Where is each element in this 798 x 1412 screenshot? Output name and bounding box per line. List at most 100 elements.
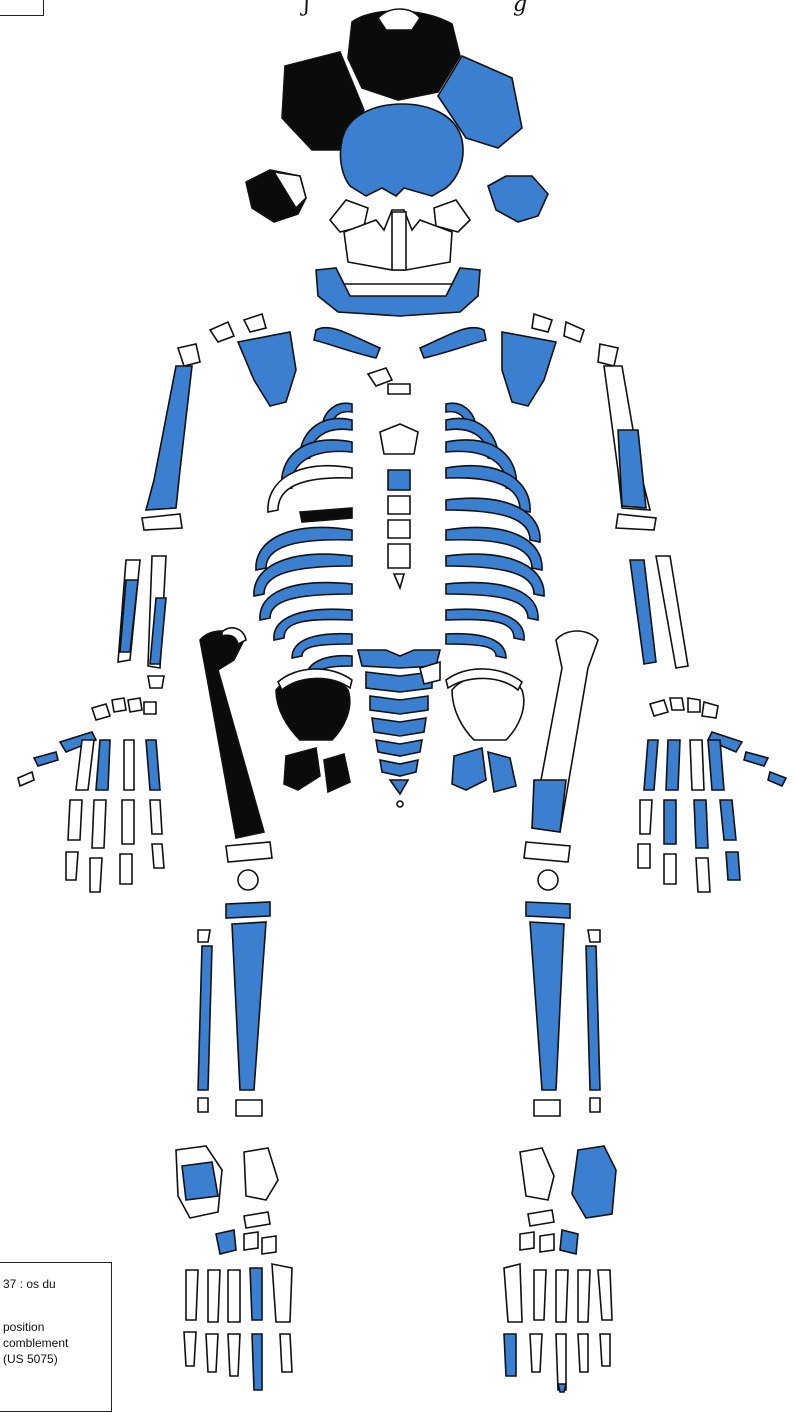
navicular-left xyxy=(244,1212,270,1228)
toe-left-4 xyxy=(252,1334,262,1390)
leg-left xyxy=(198,628,272,1116)
hand-right xyxy=(638,698,786,892)
legend-line-3: position xyxy=(3,1320,44,1334)
clavicle-left xyxy=(314,328,380,358)
legend-box: 37 : os du position comblement (US 5075) xyxy=(0,1262,112,1412)
pubis-left xyxy=(324,754,350,792)
metatarsal-left-3 xyxy=(228,1270,240,1322)
pubis-right xyxy=(488,752,516,792)
sternebra-1 xyxy=(388,470,410,490)
metatarsal-right-4 xyxy=(578,1270,590,1322)
femur-left-epiphysis xyxy=(226,842,272,862)
patella-right xyxy=(538,870,558,890)
leg-right xyxy=(524,631,600,1116)
humerus-right-epiphysis xyxy=(616,514,656,530)
manubrium xyxy=(380,424,418,454)
talus-left xyxy=(244,1148,278,1200)
ulna-left-epiphysis xyxy=(148,676,164,688)
metacarpal-right-3 xyxy=(666,740,680,790)
fibula-left-head xyxy=(198,930,210,942)
occipital-fragment xyxy=(378,9,420,30)
scapula-left xyxy=(238,332,296,406)
rib-left-4 xyxy=(268,466,352,512)
phalanx-right-4 xyxy=(694,800,708,848)
phalanx-right-5-tip xyxy=(726,852,740,880)
cuneiform-right-2 xyxy=(540,1234,554,1252)
sternebra-2 xyxy=(388,496,410,514)
phalanx-left-1b xyxy=(18,772,34,786)
phalanx-right-1a xyxy=(744,752,768,766)
phalanx-right-2-tip xyxy=(638,844,650,868)
tibia-left-epiphysis xyxy=(226,902,270,918)
carpal-right-1 xyxy=(650,700,668,716)
phalanx-left-4-tip xyxy=(120,854,132,884)
sternum xyxy=(380,424,418,588)
phalanx-left-3 xyxy=(92,800,106,848)
radius-left-fill xyxy=(120,580,138,652)
tibia-right-distal xyxy=(534,1100,560,1116)
metatarsal-left-5 xyxy=(272,1264,292,1322)
carpal-right-4 xyxy=(702,702,718,718)
cuboid-left xyxy=(216,1230,236,1254)
tibia-left-distal xyxy=(236,1100,262,1116)
metatarsal-right-5 xyxy=(598,1270,612,1320)
coccyx xyxy=(390,780,408,794)
humerus-right-fill xyxy=(618,430,646,508)
fibula-left xyxy=(198,946,212,1090)
phalanx-right-3-tip xyxy=(664,854,676,884)
navicular-right xyxy=(528,1210,554,1226)
phalanx-left-5 xyxy=(150,800,162,834)
rib-left-4-black xyxy=(300,508,352,522)
calcaneus-left xyxy=(182,1162,218,1200)
skull xyxy=(246,9,548,316)
rib-right-10 xyxy=(446,634,506,658)
tibia-left xyxy=(232,922,266,1090)
toe-right-3-tip xyxy=(558,1384,566,1392)
sacral-2 xyxy=(376,740,422,756)
spine xyxy=(358,650,440,807)
talus-right xyxy=(520,1148,554,1200)
patella-left xyxy=(238,870,258,890)
femur-left xyxy=(200,631,264,838)
fibula-right xyxy=(586,946,600,1090)
carpal-right-3 xyxy=(688,698,700,712)
hand-left xyxy=(18,698,164,892)
femur-right-epiphysis xyxy=(524,842,570,862)
phalanx-left-3-tip xyxy=(90,858,102,892)
ischium-left xyxy=(284,748,320,790)
toe-left-2 xyxy=(206,1334,218,1372)
lumbar-3 xyxy=(370,696,428,714)
calcaneus-right xyxy=(572,1146,616,1218)
toe-right-5 xyxy=(600,1334,610,1366)
acromion-right xyxy=(564,322,584,342)
toe-right-4 xyxy=(578,1334,588,1372)
fibula-right-distal xyxy=(590,1098,600,1112)
frontal-bone xyxy=(340,104,463,196)
tibia-right-epiphysis xyxy=(526,902,570,918)
cuboid-right xyxy=(560,1230,578,1254)
acromion-left xyxy=(210,322,234,342)
rib-left-9 xyxy=(292,634,352,658)
toe-left-3 xyxy=(228,1334,240,1376)
ribs-right xyxy=(446,403,544,658)
nasal-vomer xyxy=(392,212,406,270)
sternebra-4 xyxy=(388,544,410,568)
toe-left-5 xyxy=(280,1334,292,1372)
ribs-left xyxy=(254,403,352,676)
phalanx-right-5 xyxy=(720,800,736,840)
hyoid xyxy=(388,384,410,394)
phalanx-left-5-tip xyxy=(152,844,164,868)
phalanx-left-2-tip xyxy=(66,852,78,880)
phalanx-left-4 xyxy=(122,800,134,844)
metacarpal-right-4 xyxy=(690,740,704,790)
legend-line-5: (US 5075) xyxy=(3,1352,58,1366)
metatarsal-right-3 xyxy=(556,1270,568,1322)
phalanx-right-4-tip xyxy=(696,858,710,892)
toe-right-1 xyxy=(504,1334,516,1376)
cuneiform-right-1 xyxy=(520,1232,534,1250)
phalanx-right-1b xyxy=(768,772,786,786)
tibia-right xyxy=(530,922,564,1090)
legend-line-1: 37 : os du xyxy=(3,1277,56,1291)
carpal-left-3 xyxy=(128,698,142,712)
